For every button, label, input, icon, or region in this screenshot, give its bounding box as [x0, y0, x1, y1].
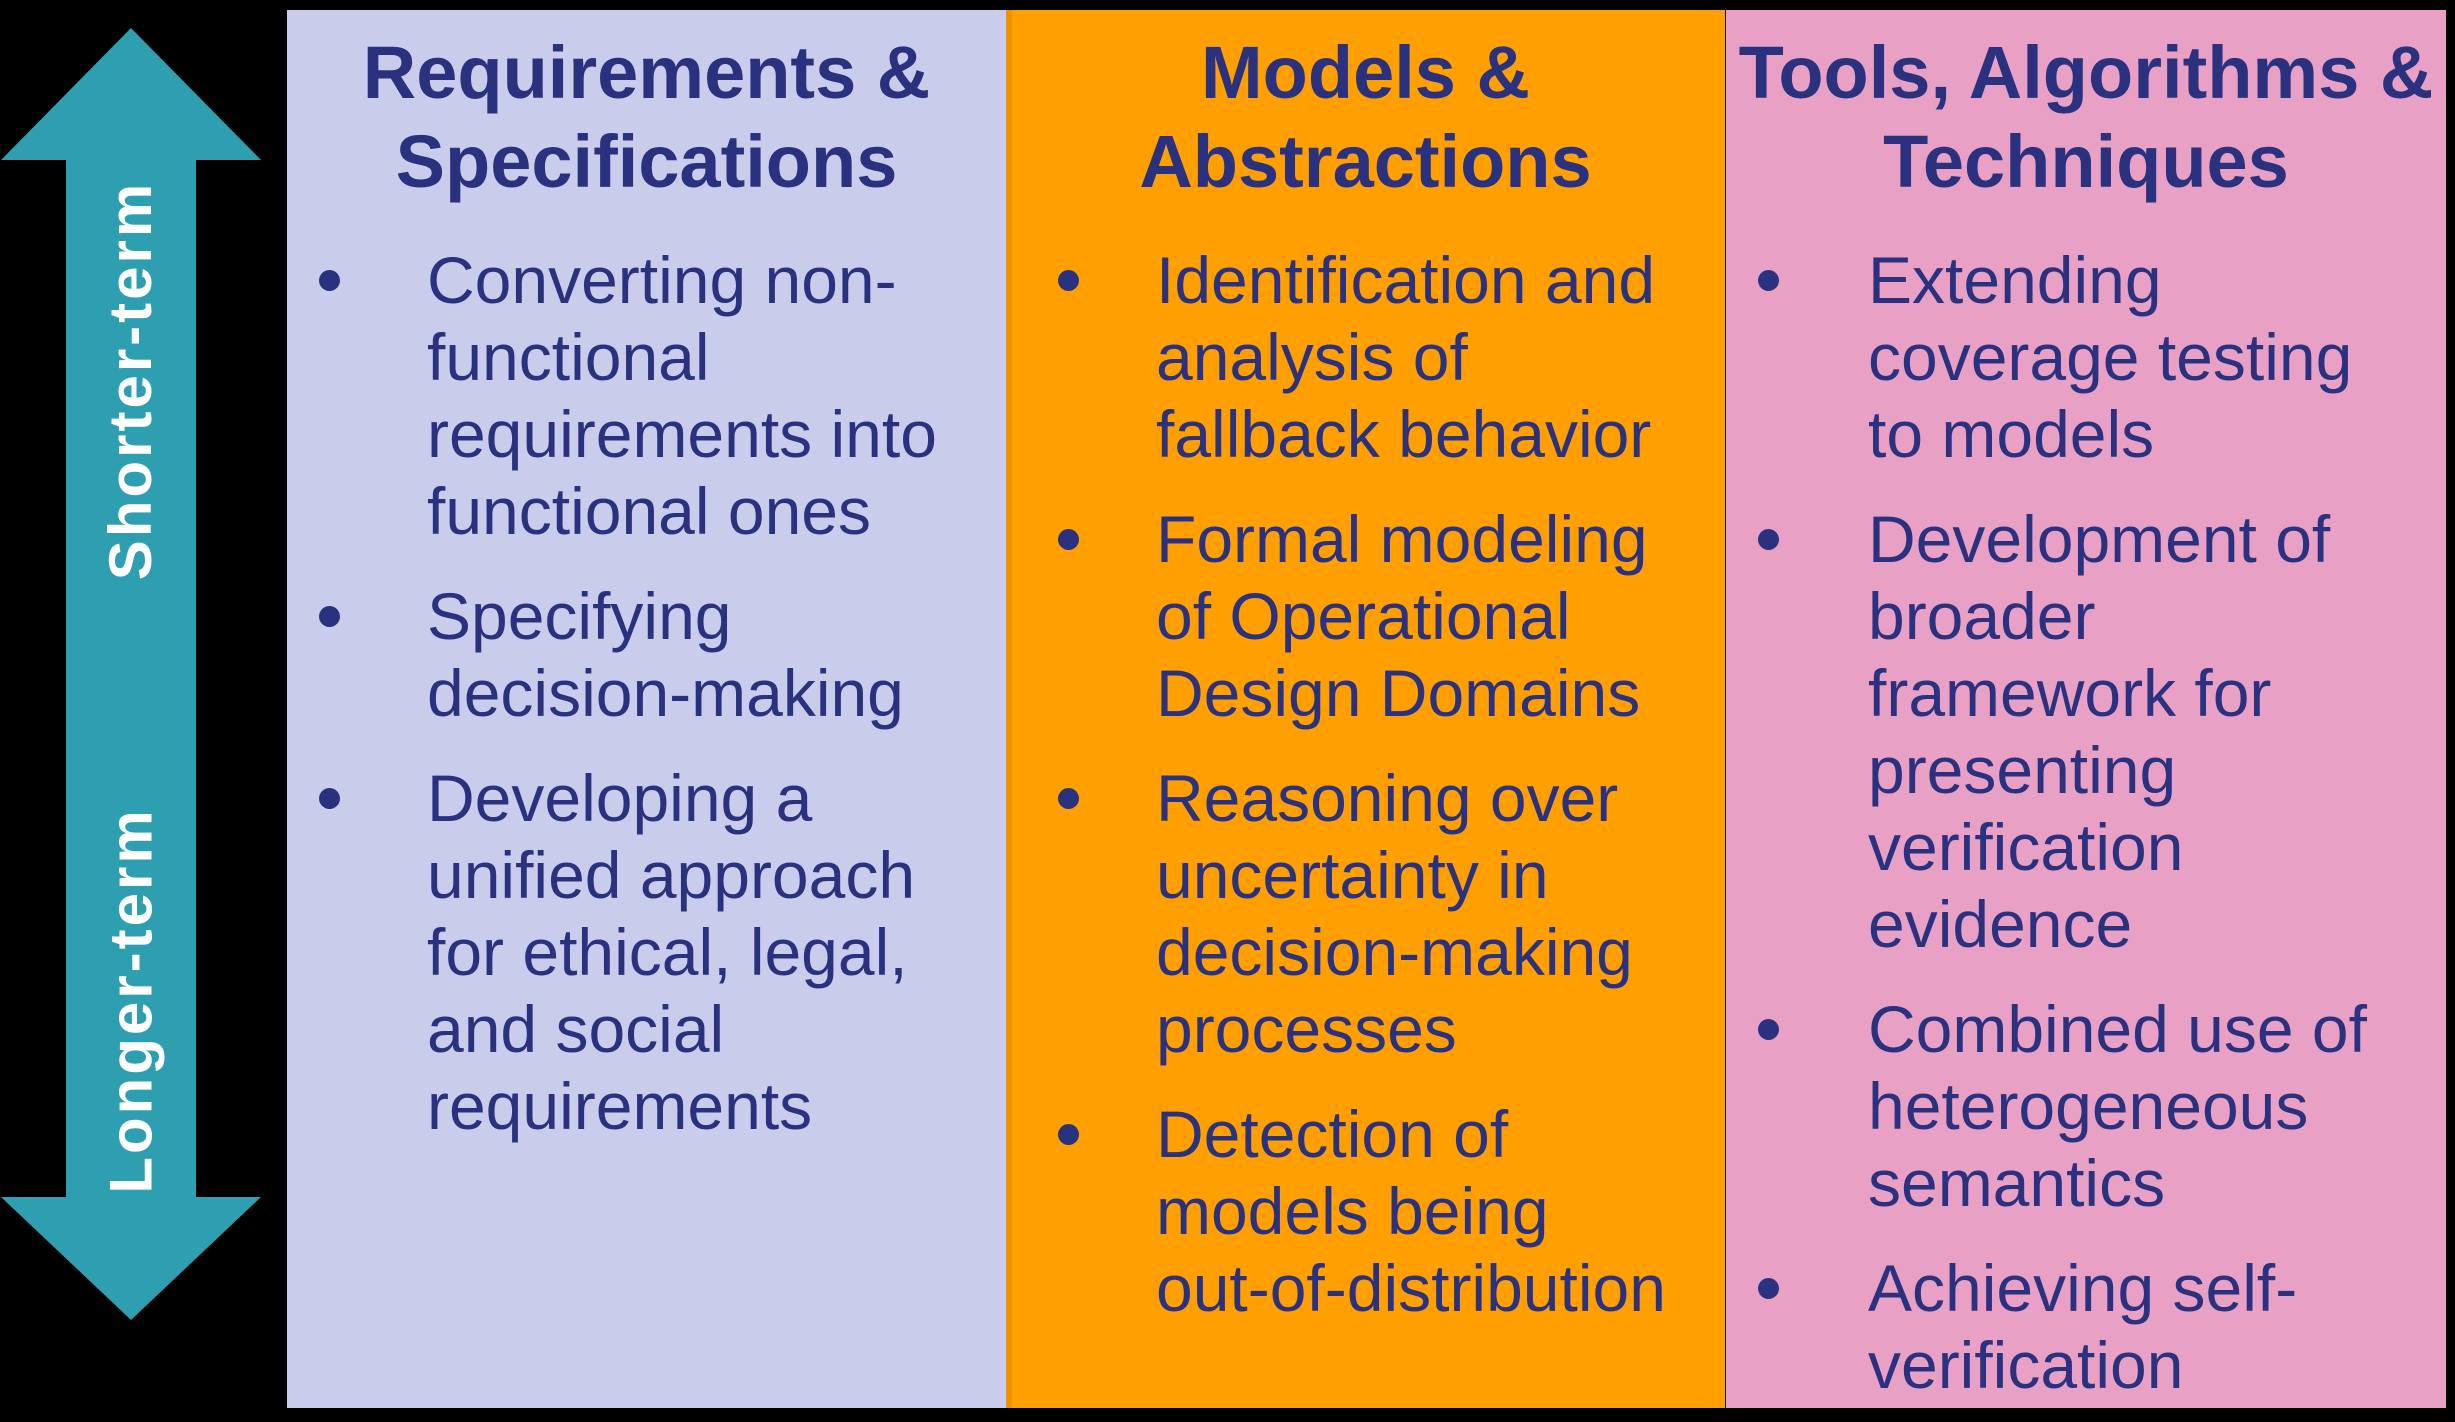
- bullet-list: Extending coverage testing to models Dev…: [1726, 242, 2446, 1404]
- list-item: Converting non-functional requirements i…: [319, 242, 947, 550]
- shorter-term-text: Shorter-term: [97, 180, 165, 580]
- list-item: Reasoning over uncertainty in decision-m…: [1058, 760, 1671, 1068]
- list-item: Detection of models being out-of-distrib…: [1058, 1096, 1671, 1327]
- bullet-list: Identification and analysis of fallback …: [1006, 242, 1725, 1327]
- list-item: Combined use of heterogeneous semantics: [1758, 991, 2409, 1222]
- list-item: Identification and analysis of fallback …: [1058, 242, 1671, 473]
- double-arrow-shape: [1, 28, 261, 1320]
- double-arrow-icon: [1, 28, 261, 1320]
- list-item: Development of broader framework for pre…: [1758, 501, 2409, 963]
- timeline-arrow: Shorter-term Longer-term: [0, 0, 287, 1422]
- column-title: Tools, Algorithms & Techniques: [1738, 31, 2434, 203]
- list-item: Extending coverage testing to models: [1758, 242, 2409, 473]
- column-tools-algorithms-techniques: Tools, Algorithms & Techniques Extending…: [1726, 10, 2446, 1408]
- column-title: Requirements & Specifications: [362, 31, 931, 203]
- list-item: Specifying decision-making: [319, 578, 947, 732]
- list-item: Developing a unified approach for ethica…: [319, 760, 947, 1145]
- longer-term-text: Longer-term: [97, 806, 165, 1194]
- column-requirements-specifications: Requirements & Specifications Converting…: [287, 10, 1006, 1408]
- list-item: Achieving self-verification: [1758, 1250, 2409, 1404]
- column-models-abstractions: Models & Abstractions Identification and…: [1006, 10, 1725, 1408]
- bullet-list: Converting non-functional requirements i…: [287, 242, 1006, 1145]
- list-item: Formal modeling of Operational Design Do…: [1058, 501, 1671, 732]
- column-title: Models & Abstractions: [1139, 31, 1592, 203]
